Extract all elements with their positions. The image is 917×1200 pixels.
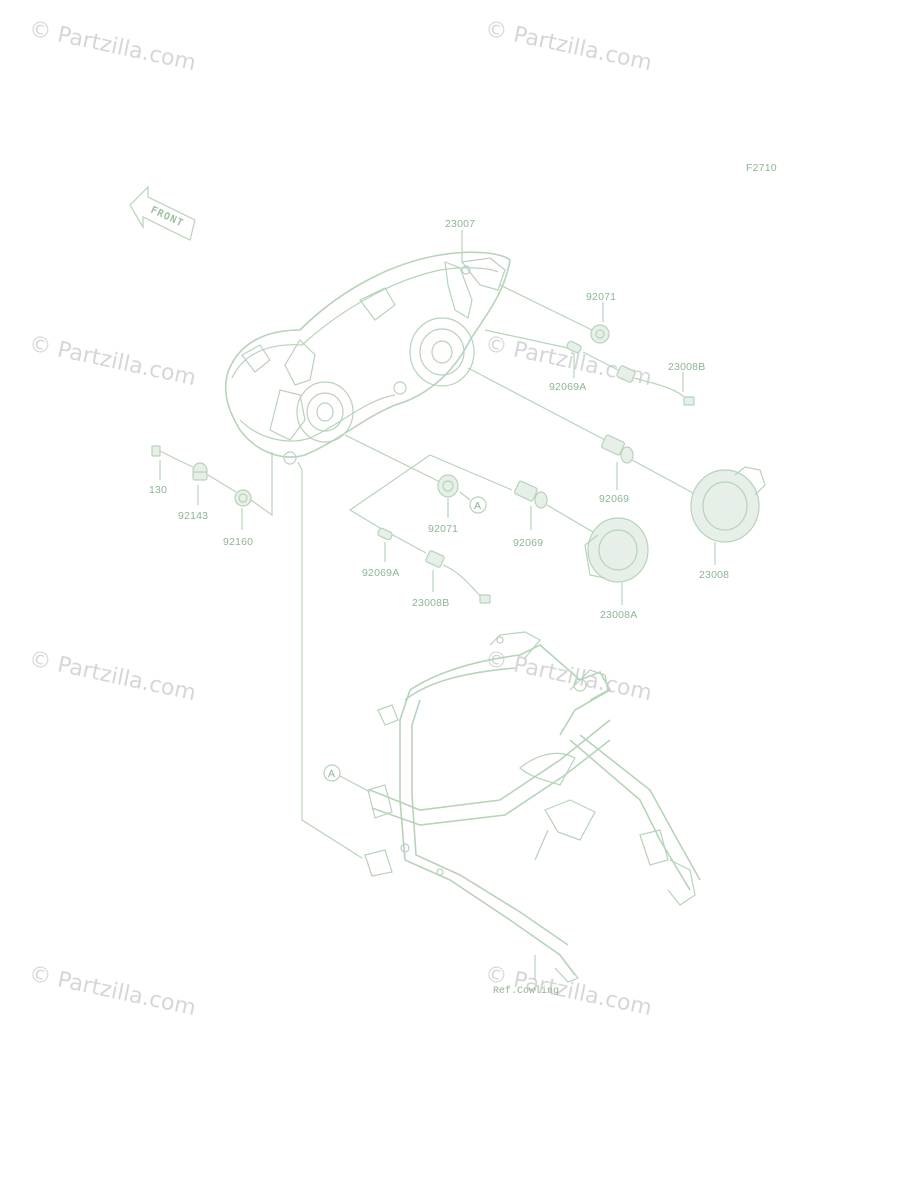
grommet-92071-top: [590, 324, 610, 344]
label-23008b-low: 23008B: [412, 597, 449, 609]
label-130: 130: [149, 484, 167, 496]
figure-code: F2710: [746, 162, 777, 174]
label-23008b-top: 23008B: [668, 361, 705, 373]
headlight-housing: [224, 251, 511, 465]
watermark-1: © Partzilla.com: [27, 16, 198, 76]
front-label: FRONT: [149, 205, 185, 230]
label-92160: 92160: [223, 536, 253, 548]
socket-23008b-low: [425, 550, 445, 568]
watermark-2: © Partzilla.com: [483, 16, 654, 76]
label-92069-right: 92069: [599, 493, 629, 505]
headlight-stay-frame: [364, 631, 701, 983]
bulb-92069-mid: [514, 480, 548, 509]
grommet-92071-mid: [437, 474, 459, 498]
watermark-5: © Partzilla.com: [27, 646, 198, 706]
label-23008a: 23008A: [600, 609, 637, 621]
leader-92071-top-line: [499, 284, 593, 331]
label-23008: 23008: [699, 569, 729, 581]
label-92143: 92143: [178, 510, 208, 522]
label-92071-top: 92071: [586, 291, 616, 303]
cap-23008: [690, 466, 766, 543]
bolt-130: [151, 445, 179, 461]
callout-a-top-letter: A: [474, 500, 481, 512]
watermark-7: © Partzilla.com: [27, 961, 198, 1021]
label-92071-mid: 92071: [428, 523, 458, 535]
bulb-92069-right: [601, 434, 634, 464]
socket-23008b-top: [616, 365, 636, 383]
grommet-92143: [192, 462, 208, 481]
watermark-3: © Partzilla.com: [27, 331, 198, 391]
callout-a-top: [469, 496, 487, 514]
cover-23008a: [584, 517, 649, 583]
bulb-92069a-top: [566, 340, 582, 354]
nut-92160: [234, 489, 252, 507]
callout-a-low: [323, 764, 341, 782]
label-92069a-low: 92069A: [362, 567, 399, 579]
bulb-92069a-low: [377, 527, 393, 541]
label-92069a-top: 92069A: [549, 381, 586, 393]
ref-cowling-note: Ref.Cowling: [493, 985, 559, 997]
watermark-6: © Partzilla.com: [483, 646, 654, 706]
front-arrow-icon: FRONT: [129, 185, 196, 241]
label-92069-mid: 92069: [513, 537, 543, 549]
callout-a-low-letter: A: [328, 768, 335, 780]
label-23007: 23007: [445, 218, 475, 230]
watermarks: © Partzilla.com © Partzilla.com © Partzi…: [27, 16, 654, 1021]
